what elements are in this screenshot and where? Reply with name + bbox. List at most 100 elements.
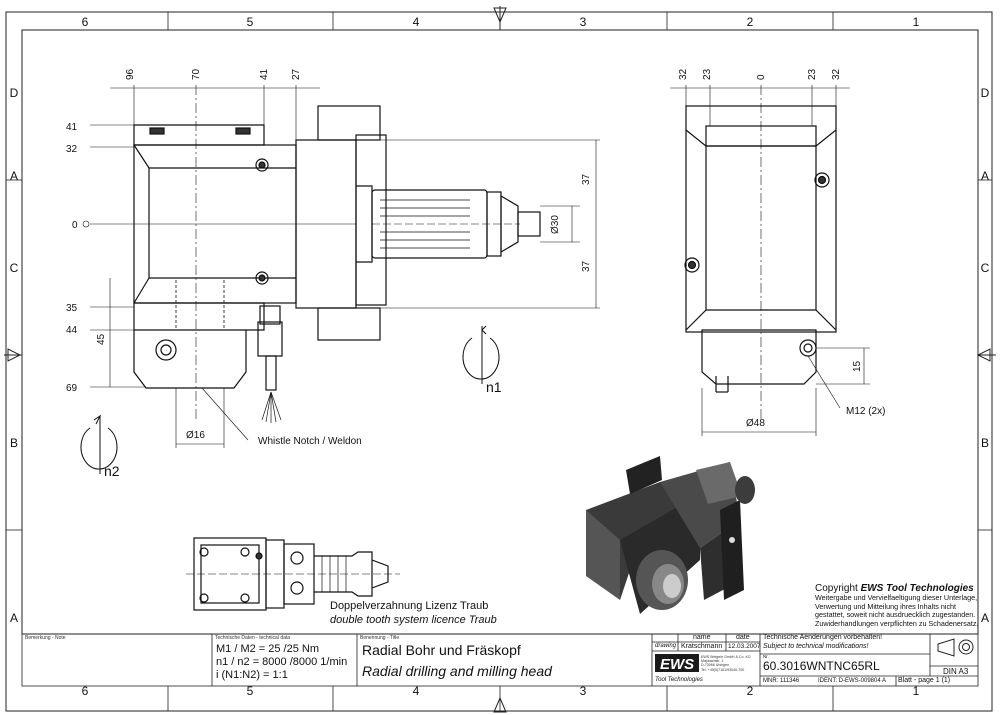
title-header: Benennung - Title [360,635,400,641]
dim-bore-30: Ø30 [550,215,561,234]
copyright-line: Verwertung und Mitteilung ihres Inhalts … [815,601,957,611]
dim-37-upper: 37 [581,173,592,185]
dim-0-left: 0 [72,220,78,231]
company-line: EWS Weigele GmbH & Co. KG [701,655,751,659]
copyright-notice: Copyright EWS Tool Technologies Weiterga… [815,584,978,628]
dim-70: 70 [191,68,202,80]
zone-row-a2-right: A [981,611,989,625]
company-line: Tel. +49(0)7161/93040-700 [701,667,745,672]
title-german: Radial Bohr und Fräskopf [362,642,521,658]
zone-col-2-top: 2 [747,15,754,29]
label-n2: n2 [104,463,120,479]
col-name-header: name [693,634,711,641]
zone-col-1-top: 1 [913,15,920,29]
ews-logo-subtitle: Tool Technologies [655,677,703,683]
copyright-brand: EWS Tool Technologies [860,583,974,594]
sheet-page: Blatt - page 1 (1) [898,677,951,684]
side-dim-23-right: 23 [807,68,818,80]
part-number-label: Nr. [763,654,769,659]
dim-44: 44 [66,325,78,336]
zone-row-d-right: D [981,86,990,100]
front-dimension-lines [82,85,600,448]
zone-row-a2-left: A [10,611,18,625]
zone-col-4-bottom: 4 [413,684,420,698]
dim-35: 35 [66,303,78,314]
company-address: EWS Weigele GmbH & Co. KG Maybachstr. 1 … [701,655,751,672]
copyright-line: Zuwiderhandlungen verpflichten zu Schade… [815,618,979,628]
ident-number: IDENT: D-EWS-009804 A [818,678,887,684]
zone-col-5-bottom: 5 [247,684,254,698]
dim-41-left: 41 [66,122,78,133]
rotation-symbol-n2 [80,414,118,474]
ews-logo-text: EWS [660,656,694,673]
tech-speed: n1 / n2 = 8000 /8000 1/min [216,656,348,668]
side-dimension-lines [670,85,870,436]
side-dim-32-right: 32 [831,68,842,80]
side-dim-32-left: 32 [678,68,689,80]
front-view [133,105,541,423]
mnr-number: MNR: 111346 [763,678,800,684]
top-view-caption-en: double tooth system licence Traub [330,614,497,626]
company-line: D-73066 Uhingen [701,663,730,668]
copyright-heading: Copyright EWS Tool Technologies [815,584,978,594]
dim-69: 69 [66,383,78,394]
top-view [186,537,400,611]
tech-data-header: Technische Daten - technical data [215,635,291,641]
zone-row-d-left: D [10,86,19,100]
copyright-text: Weitergabe und Vervielfaeltigung dieser … [815,593,979,628]
change-note-en: Subject to technical modifications! [763,643,869,650]
dim-37-lower: 37 [581,260,592,272]
projection-symbol [937,638,974,657]
paper-format: DIN A3 [943,667,969,676]
zone-col-3-bottom: 3 [580,684,587,698]
isometric-render [586,456,755,614]
drawing-row-label: drawing [655,643,677,649]
zone-row-c-left: C [10,261,19,275]
drawer-name: Kratschmann [681,643,723,650]
copyright-line: Weitergabe und Vervielfaeltigung dieser … [815,593,978,602]
title-english: Radial drilling and milling head [362,663,552,679]
label-n1: n1 [486,379,502,395]
zone-col-6-top: 6 [82,15,89,29]
centering-marks [4,6,996,713]
dim-shank-16: Ø16 [186,430,205,441]
title-block-grid [21,633,979,687]
dim-32-left: 32 [66,144,78,155]
outer-border [5,11,993,712]
ews-logo: EWS Tool Technologies [655,654,703,683]
dim-45: 45 [96,333,107,345]
zone-col-6-bottom: 6 [82,684,89,698]
dim-96: 96 [125,68,136,80]
thread-m12-note: M12 (2x) [846,406,885,417]
drawing-date: 12.03.2007 [728,643,761,650]
copyright-prefix: Copyright [815,583,861,594]
whistle-notch-note: Whistle Notch / Weldon [258,436,362,447]
tech-torque: M1 / M2 = 25 /25 Nm [216,643,320,655]
side-dim-23-left: 23 [702,68,713,80]
zone-row-b-right: B [981,436,989,450]
side-dim-0: 0 [756,74,767,80]
zone-col-3-top: 3 [580,15,587,29]
dim-41-top: 41 [259,68,270,80]
part-number: 60.3016WNTNC65RL [763,659,880,673]
zone-row-c-right: C [981,261,990,275]
dim-27: 27 [291,68,302,80]
tech-ratio: i (N1:N2) = 1:1 [216,669,288,681]
zone-row-a-left: A [10,169,18,183]
side-view [684,105,837,393]
remark-header: Bemerkung - Note [25,635,66,641]
company-line: Maybachstr. 1 [701,659,724,664]
zone-col-2-bottom: 2 [747,684,754,698]
top-view-caption-de: Doppelverzahnung Lizenz Traub [330,600,488,612]
zone-col-5-top: 5 [247,15,254,29]
col-date-header: date [736,634,750,641]
change-note-de: Technische Aenderungen vorbehalten! [763,634,883,641]
zone-row-b-left: B [10,436,18,450]
zone-col-1-bottom: 1 [913,684,920,698]
zone-col-4-top: 4 [413,15,420,29]
zone-row-a-right: A [981,169,989,183]
side-dim-15: 15 [852,360,863,372]
side-dim-48: Ø48 [746,418,765,429]
copyright-line: gestattet, soweit nicht ausdruecklich zu… [815,610,976,619]
